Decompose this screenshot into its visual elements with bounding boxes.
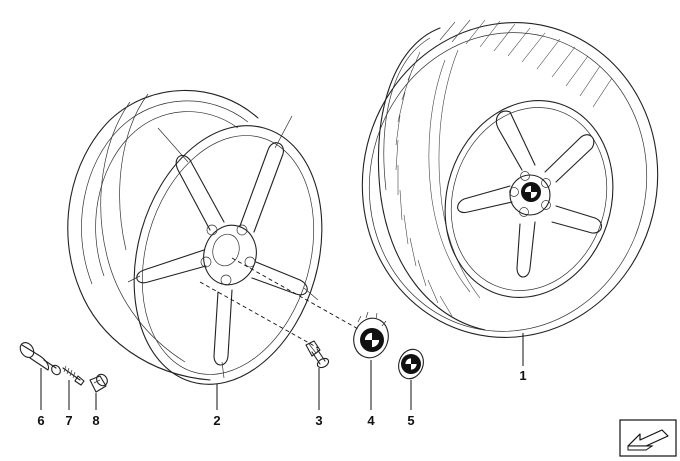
tyre-valve[interactable] — [17, 340, 62, 376]
callout-6: 6 — [37, 413, 44, 428]
wheel-bolt[interactable] — [305, 340, 330, 369]
callout-8: 8 — [92, 413, 99, 428]
callout-1: 1 — [519, 368, 526, 383]
rim-hub — [200, 224, 257, 286]
callout-labels: 1 2 3 4 5 6 7 8 — [37, 368, 526, 428]
emblem[interactable] — [395, 346, 428, 382]
roundel-logo-icon — [521, 182, 541, 202]
hub-cap[interactable] — [349, 311, 394, 362]
hub-with-bolts — [509, 171, 551, 217]
complete-wheel[interactable] — [329, 0, 680, 369]
valve-insert[interactable] — [62, 365, 85, 386]
callout-7: 7 — [65, 413, 72, 428]
callout-3: 3 — [315, 413, 322, 428]
wheel-spokes — [457, 110, 602, 278]
callout-2: 2 — [213, 413, 220, 428]
callout-4: 4 — [367, 413, 375, 428]
leader-lines — [40, 333, 524, 410]
callout-5: 5 — [407, 413, 414, 428]
direction-arrow-icon — [619, 419, 677, 457]
valve-cap[interactable] — [89, 372, 110, 393]
rim[interactable] — [67, 89, 351, 406]
tyre-tread — [395, 19, 613, 317]
